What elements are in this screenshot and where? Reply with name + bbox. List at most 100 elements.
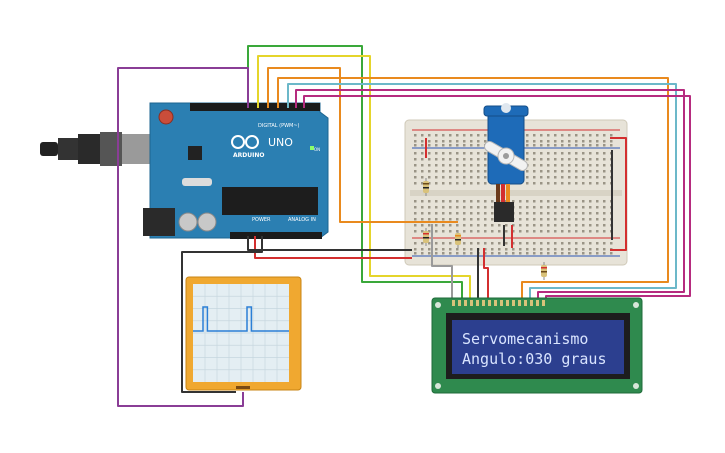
breadboard-hole — [442, 140, 445, 143]
breadboard-hole — [554, 152, 557, 155]
breadboard-hole — [582, 248, 585, 251]
breadboard-hole — [442, 206, 445, 209]
breadboard-hole — [442, 218, 445, 221]
breadboard-hole — [568, 182, 571, 185]
breadboard-hole — [463, 206, 466, 209]
wire-teal — [287, 83, 677, 303]
breadboard-hole — [603, 242, 606, 245]
breadboard-hole — [568, 144, 571, 147]
breadboard-hole — [484, 164, 487, 167]
breadboard-hole — [554, 242, 557, 245]
resistor — [541, 262, 547, 280]
lcd-pin — [506, 300, 509, 306]
breadboard-hole — [547, 158, 550, 161]
breadboard-hole — [449, 134, 452, 137]
breadboard-hole — [554, 182, 557, 185]
breadboard-hole — [589, 140, 592, 143]
breadboard-hole — [582, 152, 585, 155]
on-led-icon — [310, 146, 314, 150]
breadboard-hole — [484, 252, 487, 255]
breadboard-hole — [470, 200, 473, 203]
breadboard-hole — [435, 218, 438, 221]
breadboard-hole — [533, 176, 536, 179]
breadboard-hole — [414, 182, 417, 185]
breadboard-hole — [603, 212, 606, 215]
breadboard-hole — [428, 144, 431, 147]
breadboard-hole — [470, 224, 473, 227]
on-led-label: ON — [314, 147, 320, 152]
servo-motor[interactable] — [481, 103, 531, 222]
breadboard-hole — [589, 218, 592, 221]
lcd-pin — [530, 300, 533, 306]
breadboard-hole — [477, 164, 480, 167]
breadboard-hole — [568, 230, 571, 233]
breadboard-hole — [505, 224, 508, 227]
breadboard-hole — [596, 144, 599, 147]
breadboard-hole — [596, 218, 599, 221]
breadboard-hole — [491, 252, 494, 255]
breadboard-hole — [596, 182, 599, 185]
breadboard-hole — [526, 218, 529, 221]
breadboard-hole — [456, 200, 459, 203]
breadboard-hole — [526, 134, 529, 137]
breadboard-hole — [540, 218, 543, 221]
arduino-uno[interactable]: ARDUINO UNO DIGITAL (PWM~) POWER ANALOG … — [143, 102, 329, 239]
lcd-pin — [452, 300, 455, 306]
lcd-display[interactable]: Servomecanismo Angulo:030 graus — [431, 297, 643, 394]
breadboard-hole — [484, 212, 487, 215]
breadboard-hole — [505, 252, 508, 255]
oscilloscope-waveform — [193, 306, 289, 332]
breadboard-hole — [456, 134, 459, 137]
breadboard-hole — [449, 176, 452, 179]
breadboard-hole — [449, 248, 452, 251]
breadboard-hole — [554, 144, 557, 147]
breadboard-hole — [582, 212, 585, 215]
breadboard-hole — [603, 252, 606, 255]
wire-gray — [431, 224, 453, 303]
breadboard-hole — [470, 152, 473, 155]
breadboard-hole — [470, 230, 473, 233]
breadboard-hole — [603, 170, 606, 173]
breadboard-hole — [421, 152, 424, 155]
breadboard-hole — [596, 158, 599, 161]
resistors — [423, 178, 547, 280]
breadboard-hole — [575, 170, 578, 173]
breadboard-hole — [533, 206, 536, 209]
breadboard-hole — [596, 230, 599, 233]
breadboard-hole — [477, 140, 480, 143]
breadboard-hole — [456, 206, 459, 209]
breadboard-hole — [421, 134, 424, 137]
breadboard-hole — [435, 200, 438, 203]
oscilloscope[interactable] — [185, 276, 302, 391]
breadboard-hole — [610, 134, 613, 137]
lcd-pin — [476, 300, 479, 306]
breadboard-hole — [568, 176, 571, 179]
breadboard-hole — [582, 158, 585, 161]
breadboard-hole — [435, 134, 438, 137]
breadboard-hole — [582, 242, 585, 245]
lcd-pin — [536, 300, 539, 306]
breadboard-hole — [414, 134, 417, 137]
breadboard-hole — [470, 182, 473, 185]
wire-magenta-b — [303, 95, 691, 303]
lcd-pin — [482, 300, 485, 306]
breadboard-hole — [428, 212, 431, 215]
reset-button[interactable] — [158, 109, 174, 125]
breadboard-hole — [456, 176, 459, 179]
breadboard-hole — [428, 170, 431, 173]
analog-label: ANALOG IN — [288, 217, 316, 223]
breadboard-hole — [477, 212, 480, 215]
breadboard-hole — [428, 152, 431, 155]
breadboard-hole — [589, 206, 592, 209]
breadboard-hole — [435, 158, 438, 161]
breadboard-hole — [484, 176, 487, 179]
breadboard-hole — [456, 164, 459, 167]
breadboard-hole — [421, 212, 424, 215]
breadboard-hole — [484, 200, 487, 203]
breadboard-hole — [512, 224, 515, 227]
breadboard-hole — [414, 200, 417, 203]
lcd-pin — [470, 300, 473, 306]
breadboard-hole — [491, 212, 494, 215]
breadboard-hole — [477, 218, 480, 221]
